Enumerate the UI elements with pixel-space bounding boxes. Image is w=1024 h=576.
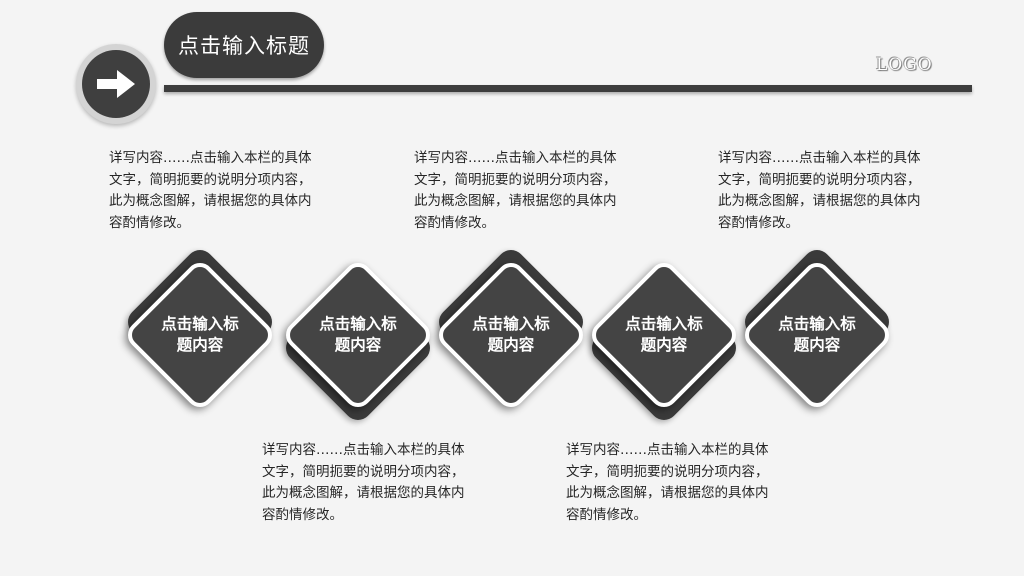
arrow-right-icon [82, 50, 150, 118]
description-3: 详写内容……点击输入本栏的具体文字，简明扼要的说明分项内容，此为概念图解，请根据… [414, 150, 617, 231]
step-node-label: 点击输入标题内容 [472, 315, 550, 354]
step-node-label: 点击输入标题内容 [778, 315, 856, 354]
description-5: 详写内容……点击输入本栏的具体文字，简明扼要的说明分项内容，此为概念图解，请根据… [718, 150, 921, 231]
step-node-label: 点击输入标题内容 [319, 315, 397, 354]
description-2: 详写内容……点击输入本栏的具体文字，简明扼要的说明分项内容，此为概念图解，请根据… [262, 442, 465, 523]
step-node-label: 点击输入标题内容 [625, 315, 703, 354]
step-node-4[interactable]: 点击输入标题内容 [584, 255, 744, 426]
arrow-badge [76, 44, 156, 124]
step-node-3[interactable]: 点击输入标题内容 [431, 244, 591, 415]
step-node-label: 点击输入标题内容 [161, 315, 239, 354]
step-node-2[interactable]: 点击输入标题内容 [278, 255, 438, 426]
header-divider [164, 85, 972, 92]
description-4: 详写内容……点击输入本栏的具体文字，简明扼要的说明分项内容，此为概念图解，请根据… [566, 442, 769, 523]
description-1: 详写内容……点击输入本栏的具体文字，简明扼要的说明分项内容，此为概念图解，请根据… [109, 150, 312, 231]
page-title[interactable]: 点击输入标题 [164, 12, 324, 78]
logo: LOGO [876, 55, 933, 75]
step-node-5[interactable]: 点击输入标题内容 [737, 244, 897, 415]
step-node-1[interactable]: 点击输入标题内容 [120, 244, 280, 415]
